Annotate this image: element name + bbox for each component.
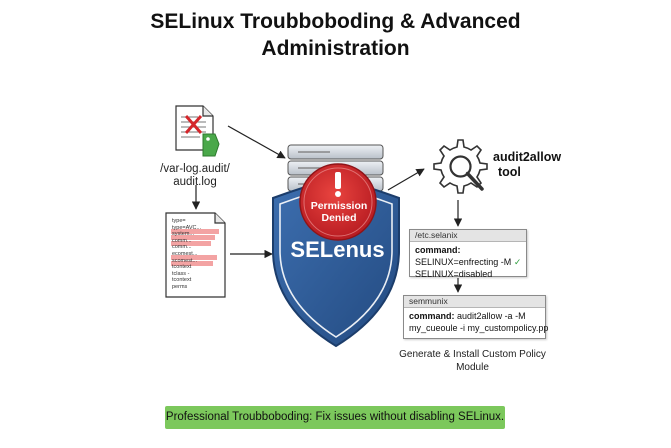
module-terminal-line-2: my_cueoule -i my_custompolicy.pp [409, 323, 549, 333]
log-line: tcontext [172, 277, 192, 284]
tag-icon [202, 133, 220, 157]
log-line: tclass - [172, 270, 190, 277]
tool-label-line-1: audit2allow [493, 150, 562, 164]
module-terminal-line-1: audit2allow -a -M [457, 311, 526, 321]
config-terminal-titlebar: /etc.selanix [410, 230, 526, 242]
caption-line-1: Generate & Install Custom Policy [399, 349, 546, 360]
log-line: comm... [172, 244, 192, 251]
generate-module-caption: Generate & Install Custom Policy Module [395, 348, 550, 374]
log-line: tcontext [172, 264, 192, 271]
permission-denied-alert-icon [299, 163, 377, 241]
audit2allow-tool-label: audit2allow tool [493, 150, 561, 180]
audit-log-path-line-2: audit.log [173, 176, 217, 188]
gear-magnifier-icon [433, 139, 488, 194]
log-line: perms [172, 283, 188, 290]
page-title: SELinux Troubboboding & Advanced Adminis… [0, 8, 671, 62]
tool-label-line-2: tool [498, 165, 521, 179]
title-line-2: Administration [261, 37, 410, 60]
log-line: scomest... [172, 257, 198, 264]
log-line: system... [172, 231, 195, 238]
config-terminal-line-2: SELINUX=disabled [415, 269, 493, 279]
config-terminal-line-1: SELINUX=enfrecting -M [415, 257, 512, 267]
config-terminal-heading: command: [415, 245, 461, 255]
audit-log-document-icon [165, 212, 226, 298]
log-line: type= [172, 218, 186, 224]
check-icon: ✓ [513, 257, 522, 267]
audit-log-path-line-1: /var-log.audit/ [160, 163, 230, 175]
audit-log-lines: type= type=AVC... system... comm... comm… [172, 218, 201, 291]
arrow-shield-to-tool [387, 168, 425, 191]
selinux-config-terminal: /etc.selanix command: SELINUX=enfrecting… [409, 229, 527, 279]
footer-banner: Professional Troubboboding: Fix issues w… [165, 406, 505, 429]
selinux-shield-label: SELenus [290, 237, 385, 262]
title-line-1: SELinux Troubboboding & Advanced [150, 10, 521, 33]
arrow-file-to-server [227, 125, 286, 159]
caption-line-2: Module [456, 362, 489, 373]
log-line: type=AVC... [172, 224, 202, 231]
permission-denied-label: Permission Denied [310, 200, 368, 224]
module-terminal-titlebar: semmunix [404, 296, 545, 308]
module-terminal-heading: command: [409, 311, 455, 321]
audit-log-path-label: /var-log.audit/ audit.log [150, 163, 240, 189]
log-line: comm... [172, 237, 192, 244]
log-line: ecomest... [172, 250, 198, 257]
policy-module-terminal: semmunix command: audit2allow -a -M my_c… [403, 295, 549, 339]
denied-file-icon [175, 105, 214, 151]
